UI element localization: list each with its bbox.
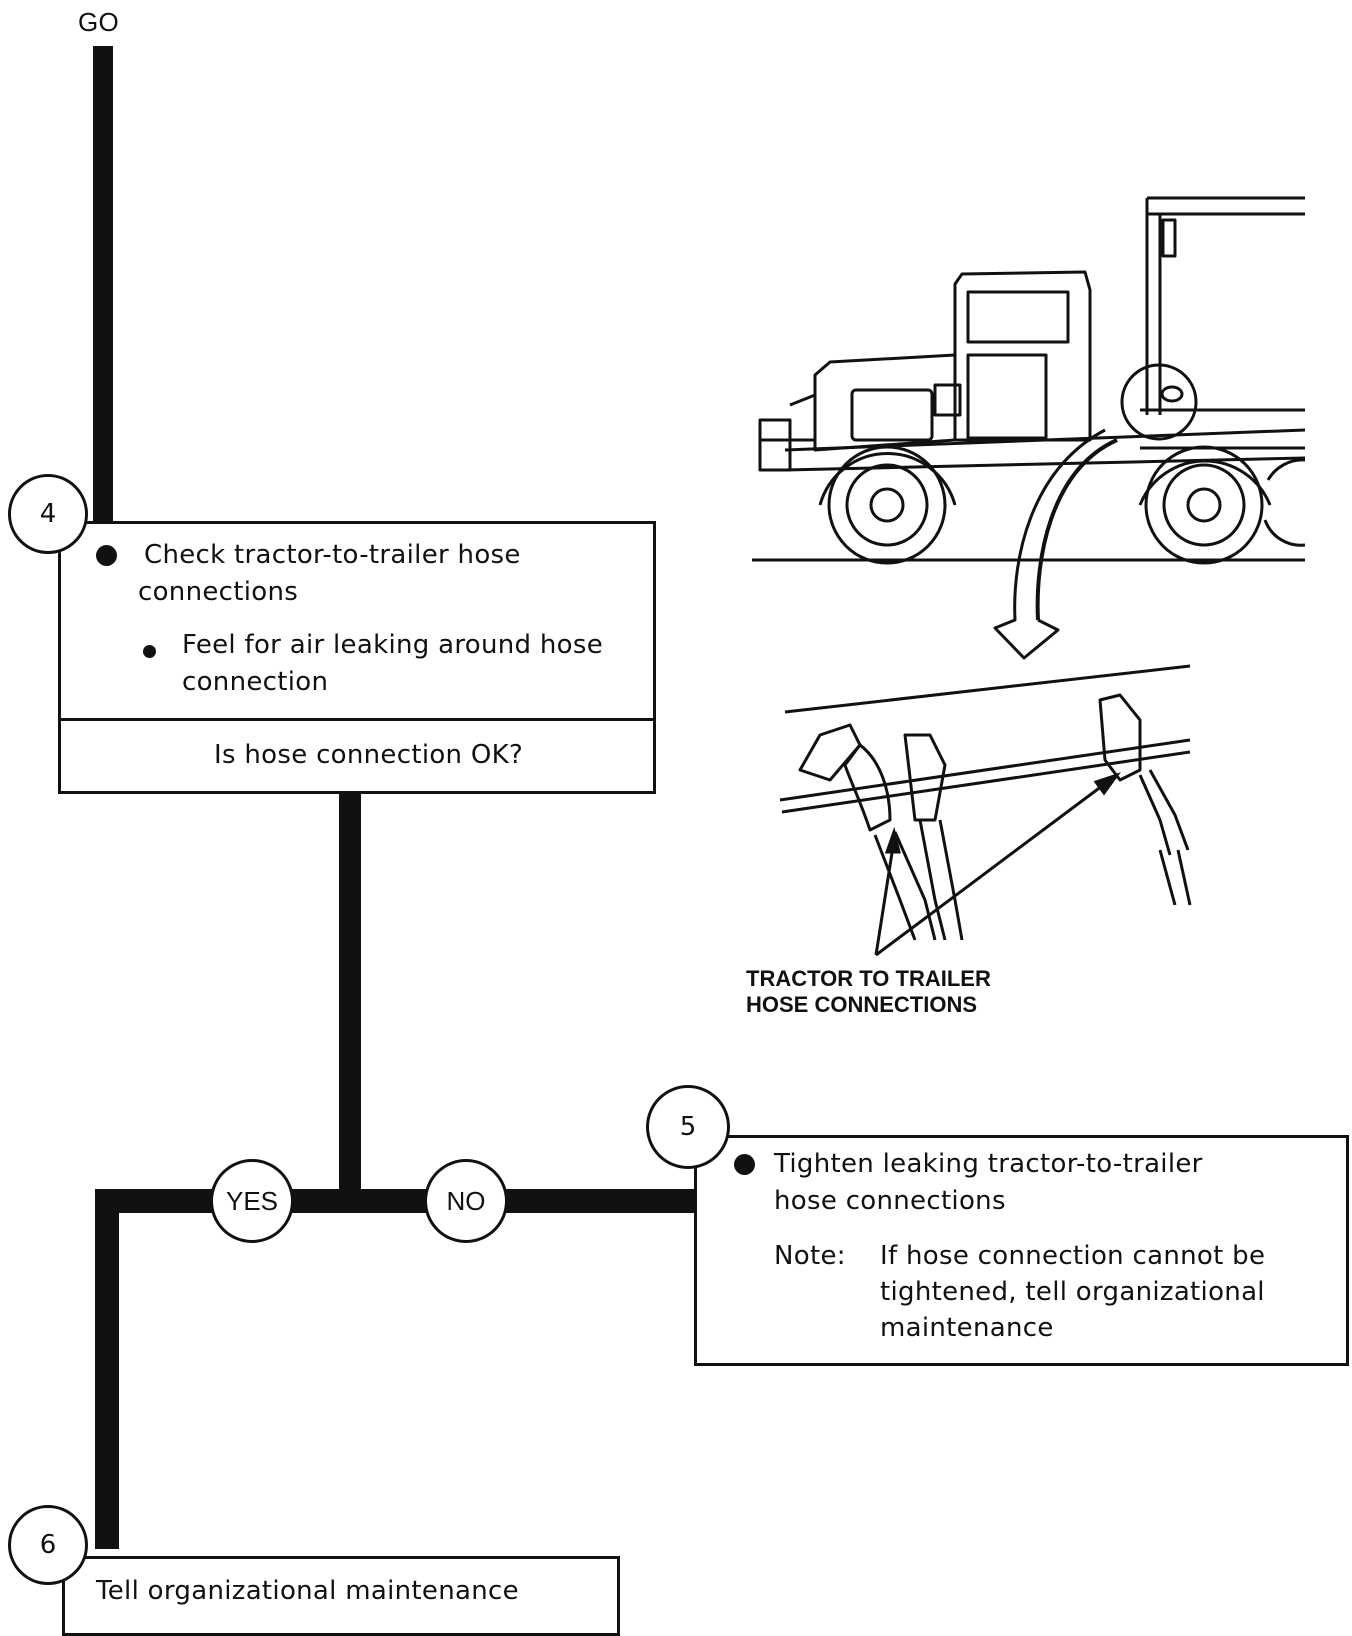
step4-sub-bullet-icon (143, 645, 156, 658)
no-label: NO (447, 1186, 486, 1217)
step5-note-line1: If hose connection cannot be (880, 1238, 1265, 1275)
step6-number: 6 (40, 1530, 57, 1560)
no-branch-circle: NO (424, 1159, 508, 1243)
step4-bullet-icon (96, 545, 117, 566)
step5-note-label: Note: (774, 1238, 846, 1275)
flow-line-step4-down (339, 790, 361, 1200)
step4-main-text-line2: connections (138, 574, 298, 611)
step5-number-circle: 5 (646, 1085, 730, 1169)
step6-number-circle: 6 (8, 1505, 88, 1585)
start-label: GO (78, 4, 119, 41)
step4-sub-text-line2: connection (182, 664, 328, 701)
step5-bullet-icon (734, 1154, 755, 1175)
step4-number-circle: 4 (8, 474, 88, 554)
step4-sub-text: Feel for air leaking around hose (182, 627, 603, 664)
step5-note-line3: maintenance (880, 1310, 1054, 1347)
yes-label: YES (226, 1186, 278, 1217)
step6-text: Tell organizational maintenance (96, 1573, 519, 1610)
yes-branch-circle: YES (210, 1159, 294, 1243)
flow-line-branch-horizontal (95, 1189, 705, 1213)
step5-number: 5 (680, 1112, 697, 1142)
step5-note-line2: tightened, tell organizational (880, 1274, 1265, 1311)
step4-question: Is hose connection OK? (214, 737, 523, 774)
illustration-caption-line1: TRACTOR TO TRAILER (746, 966, 991, 992)
step4-divider (61, 718, 653, 721)
step4-main-text: Check tractor-to-trailer hose (144, 537, 521, 574)
illustration-caption-line2: HOSE CONNECTIONS (746, 992, 977, 1018)
step5-main-text-line2: hose connections (774, 1183, 1006, 1220)
flow-line-yes-down (95, 1189, 119, 1549)
step5-main-text: Tighten leaking tractor-to-trailer (774, 1146, 1203, 1183)
step4-number: 4 (40, 499, 57, 529)
flow-line-go-to-step4 (93, 46, 113, 522)
